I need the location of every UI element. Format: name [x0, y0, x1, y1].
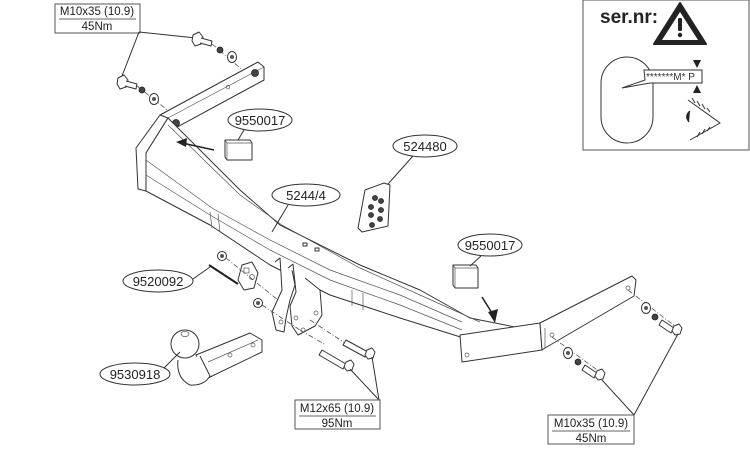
bolt-size-label: M10x35 (10.9) [60, 6, 134, 18]
leader-line [138, 31, 197, 39]
spec-box [54, 3, 141, 34]
label-main-beam: 5244/4 [271, 183, 341, 233]
spec-box [547, 414, 635, 445]
tow-bracket-plate [287, 263, 323, 336]
part-number-main-beam: 5244/4 [286, 188, 326, 203]
warning-triangle-icon [653, 2, 707, 45]
serial-callout: *******M* P [621, 69, 703, 89]
lock-washer-icon [574, 358, 582, 366]
part-number-socket-plate: 9520092 [133, 274, 184, 289]
bolt-icon [116, 74, 138, 90]
hardware-kit: 524480 [357, 134, 458, 233]
bolt-icon [581, 364, 606, 381]
bolt-icon [191, 31, 213, 47]
bolt-icon [342, 339, 376, 360]
right-fasteners [551, 289, 683, 416]
right-mount-bracket [539, 275, 637, 351]
spacer-block-icon [452, 264, 479, 289]
bolt-size-label: M12x65 (10.9) [300, 403, 374, 415]
eye-icon [686, 97, 721, 141]
tow-ball: 9530918 [99, 329, 263, 386]
lock-washer-icon [138, 86, 146, 94]
leader-line [121, 31, 140, 77]
bolt-spec-bottom-right: M10x35 (10.9) 45Nm [547, 414, 635, 445]
serial-panel-title: ser.nr: [600, 7, 658, 28]
socket-plate-icon [237, 261, 259, 291]
part-number-tow-ball: 9530918 [110, 367, 161, 382]
center-fasteners [299, 319, 380, 401]
socket-plate: 9520092 [122, 251, 301, 331]
lock-washer-icon [216, 46, 224, 54]
bolt-torque-label: 95Nm [322, 418, 353, 430]
tow-bracket-plate [271, 257, 296, 333]
bolt-spec-top-left: M10x35 (10.9) 45Nm [54, 3, 197, 77]
arrow-icon [488, 309, 498, 323]
part-number-hardware-kit: 524480 [403, 139, 446, 154]
spacer-left: 9550017 [176, 108, 293, 161]
bolt-icon [318, 349, 355, 372]
part-number-spacer-right: 9550017 [465, 238, 516, 253]
bolt-icon [658, 319, 683, 336]
tow-ball-neck [177, 355, 211, 386]
spacer-right: 9550017 [452, 233, 523, 323]
bolt-torque-label: 45Nm [576, 433, 607, 445]
serial-number-text: *******M* P [646, 72, 695, 83]
arrow-up-icon [693, 85, 701, 93]
serial-number-panel: ser.nr: *******M* P [582, 0, 750, 151]
top-left-fasteners [116, 31, 246, 121]
tow-ball-outline-icon [600, 56, 654, 144]
spec-box [294, 399, 381, 430]
lock-washer-icon [651, 313, 659, 321]
bolt-torque-label: 45Nm [82, 21, 113, 33]
tow-ball-head [170, 329, 200, 359]
part-number-spacer-left: 9550017 [235, 113, 286, 128]
bolt-spec-bottom-center: M12x65 (10.9) 95Nm [294, 399, 381, 430]
arrow-down-icon [693, 60, 701, 68]
bolt-size-label: M10x35 (10.9) [554, 418, 628, 430]
arrow-icon [176, 138, 187, 147]
spacer-block-icon [224, 139, 253, 161]
nut-icon [251, 69, 259, 77]
